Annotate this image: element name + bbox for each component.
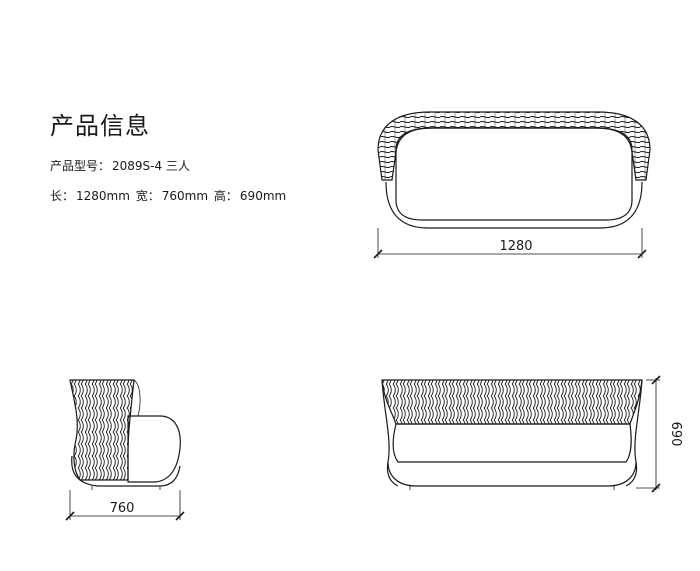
front-view-arm-left xyxy=(381,379,399,487)
model-value: 2089S-4 三人 xyxy=(112,159,190,173)
side-view-base xyxy=(71,455,181,487)
side-dimension: 760 xyxy=(65,490,185,521)
side-view-seat xyxy=(127,415,181,483)
front-view-seat xyxy=(392,423,632,463)
top-view-base xyxy=(385,181,643,229)
top-view-seat xyxy=(395,127,633,221)
length-value: 1280mm xyxy=(76,189,130,203)
model-label: 产品型号： xyxy=(50,159,111,173)
width-value: 760mm xyxy=(161,189,209,203)
height-value: 690mm xyxy=(239,189,287,203)
side-view-back-weave xyxy=(69,379,135,481)
side-view: 760 xyxy=(65,379,185,521)
front-view-back-weave xyxy=(381,379,643,425)
top-dimension-label: 1280 xyxy=(499,239,532,254)
front-view: 690 xyxy=(381,375,683,493)
side-dimension-label: 760 xyxy=(110,501,135,516)
front-view-arm-right xyxy=(625,379,643,487)
front-dimension-label: 690 xyxy=(668,422,683,447)
side-view-back-curve xyxy=(133,379,141,417)
front-view-base xyxy=(387,461,637,487)
front-dimension: 690 xyxy=(636,375,683,493)
size-line: 长：1280mm 宽：760mm 高：690mm xyxy=(50,187,286,204)
top-dimension: 1280 xyxy=(373,228,647,259)
height-label: 高： xyxy=(213,189,238,203)
model-line: 产品型号：2089S-4 三人 xyxy=(50,157,286,174)
length-label: 长： xyxy=(50,189,75,203)
width-label: 宽： xyxy=(135,189,160,203)
top-view: 1280 xyxy=(373,111,651,259)
product-info-title: 产品信息 xyxy=(50,112,150,140)
product-info: 产品信息 产品型号：2089S-4 三人 长：1280mm 宽：760mm 高：… xyxy=(50,106,286,204)
top-view-back-weave xyxy=(377,111,651,181)
